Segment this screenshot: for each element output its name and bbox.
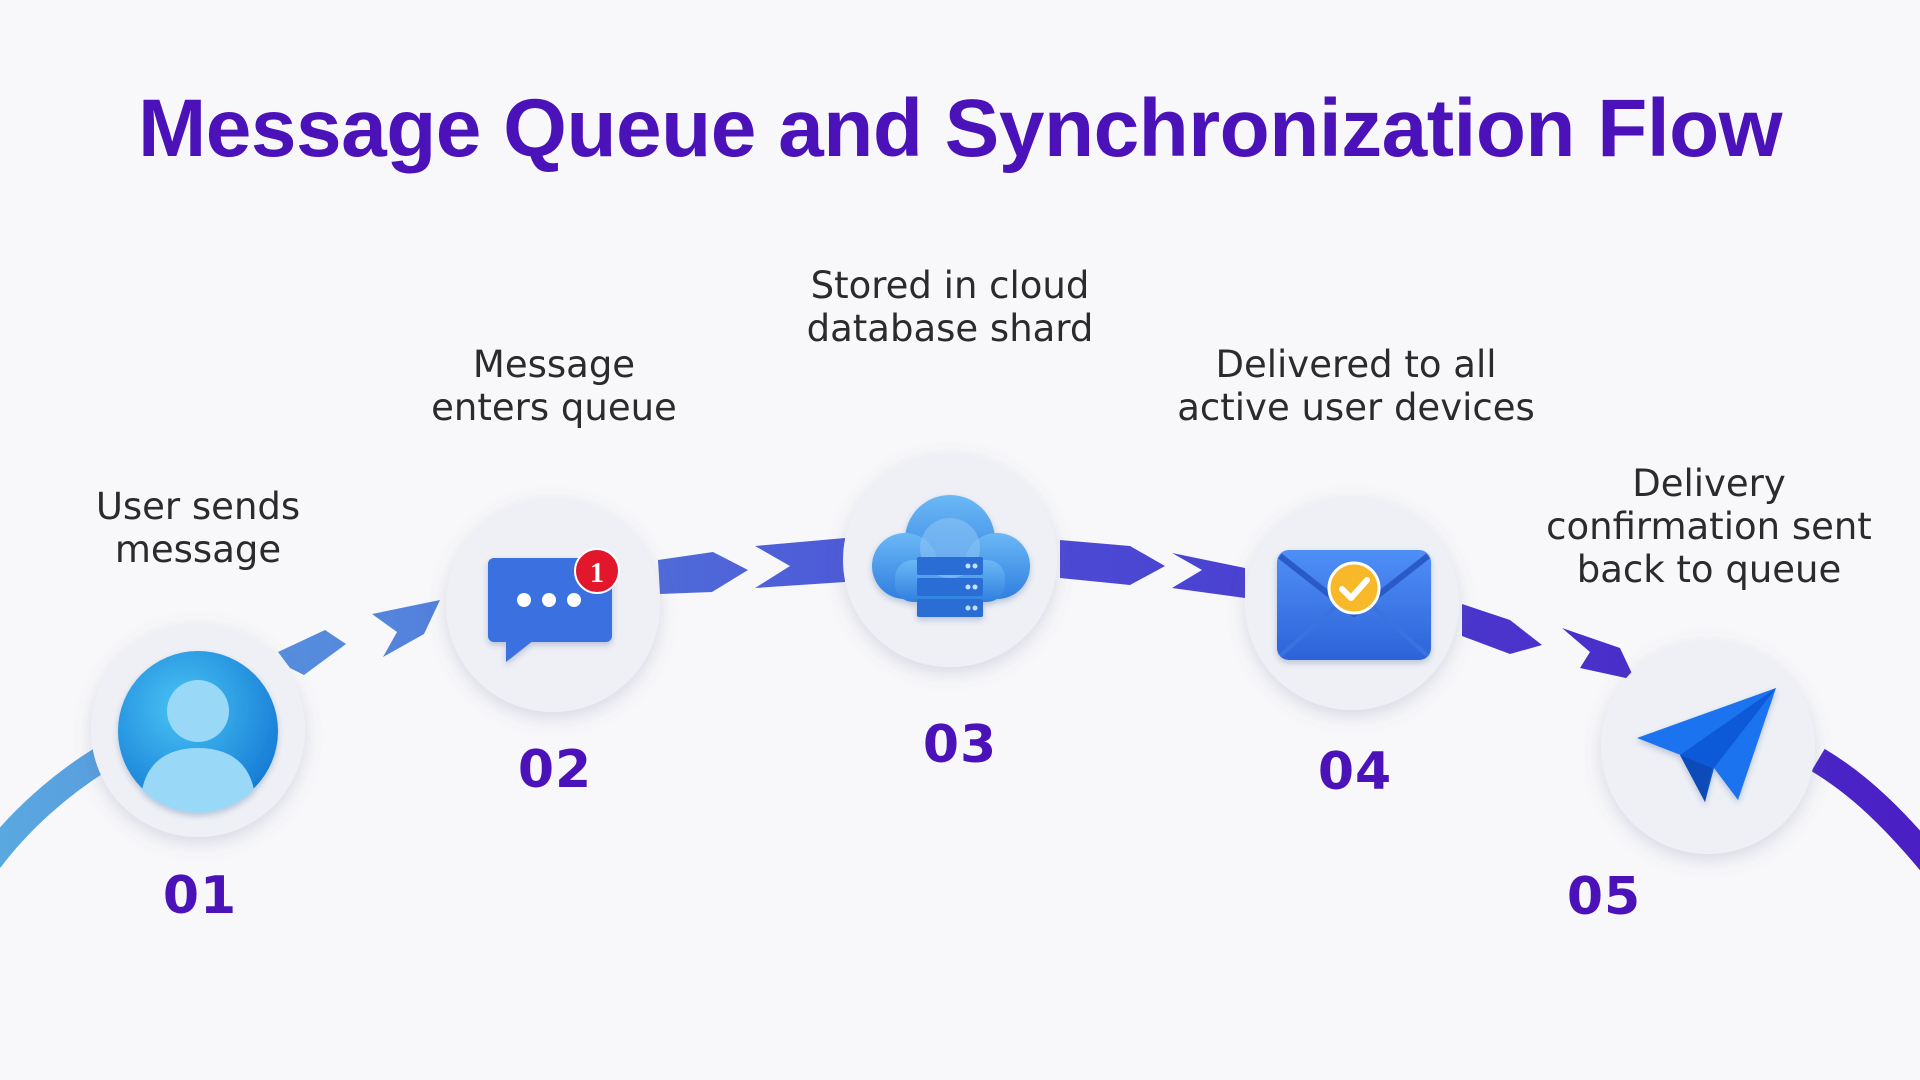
step-node-3 [843, 453, 1057, 667]
step-number-3: 03 [922, 715, 998, 775]
flow-arrow-4a [1462, 604, 1542, 654]
flow-arrow-2b [755, 538, 845, 588]
step-label-5: Delivery confirmation sent back to queue [1499, 462, 1919, 591]
flow-arrow-1b [372, 600, 440, 657]
step-node-4 [1245, 496, 1459, 710]
step-number-4: 04 [1317, 742, 1393, 802]
step-node-1 [91, 623, 305, 837]
step-node-5 [1601, 640, 1815, 854]
flow-arrow-3a [1060, 540, 1165, 585]
flow-arrow-4b [1562, 628, 1635, 680]
step-label-3-line-1: Stored in cloud [810, 264, 1090, 307]
flow-arrow-3b [1172, 553, 1245, 598]
step-label-1-line-2: message [114, 528, 282, 571]
flow-arc [0, 538, 1920, 871]
flow-arrow-1a [278, 630, 346, 675]
user-avatar-icon [118, 651, 278, 813]
arc-segment-end [1811, 748, 1920, 871]
step-label-5-line-2: confirmation sent [1546, 505, 1872, 548]
step-label-4: Delivered to all active user devices [1146, 343, 1566, 429]
step-number-5: 05 [1566, 867, 1642, 927]
step-label-2-line-2: enters queue [431, 386, 677, 429]
step-label-1-line-1: User sends [95, 485, 301, 528]
step-number-1: 01 [162, 866, 238, 926]
paper-plane-icon [1637, 688, 1776, 802]
step-number-2: 02 [517, 740, 593, 800]
cloud-database-icon [872, 495, 1030, 617]
notification-badge-count: 1 [590, 558, 604, 589]
envelope-check-icon [1277, 550, 1431, 660]
flow-arrow-2a [658, 552, 748, 594]
step-label-1: User sends message [0, 485, 408, 571]
step-node-2: 1 [446, 498, 660, 712]
step-label-2: Message enters queue [344, 343, 764, 429]
step-label-3-line-2: database shard [806, 307, 1094, 350]
step-label-5-line-3: back to queue [1576, 548, 1842, 591]
step-label-4-line-2: active user devices [1177, 386, 1535, 429]
step-label-4-line-1: Delivered to all [1215, 343, 1497, 386]
step-label-5-line-1: Delivery [1632, 462, 1786, 505]
notification-badge: 1 [574, 548, 620, 594]
arc-segment-start [0, 748, 107, 868]
page-title: Message Queue and Synchronization Flow [137, 83, 1783, 174]
step-label-3: Stored in cloud database shard [740, 264, 1160, 350]
step-label-2-line-1: Message [472, 343, 636, 386]
